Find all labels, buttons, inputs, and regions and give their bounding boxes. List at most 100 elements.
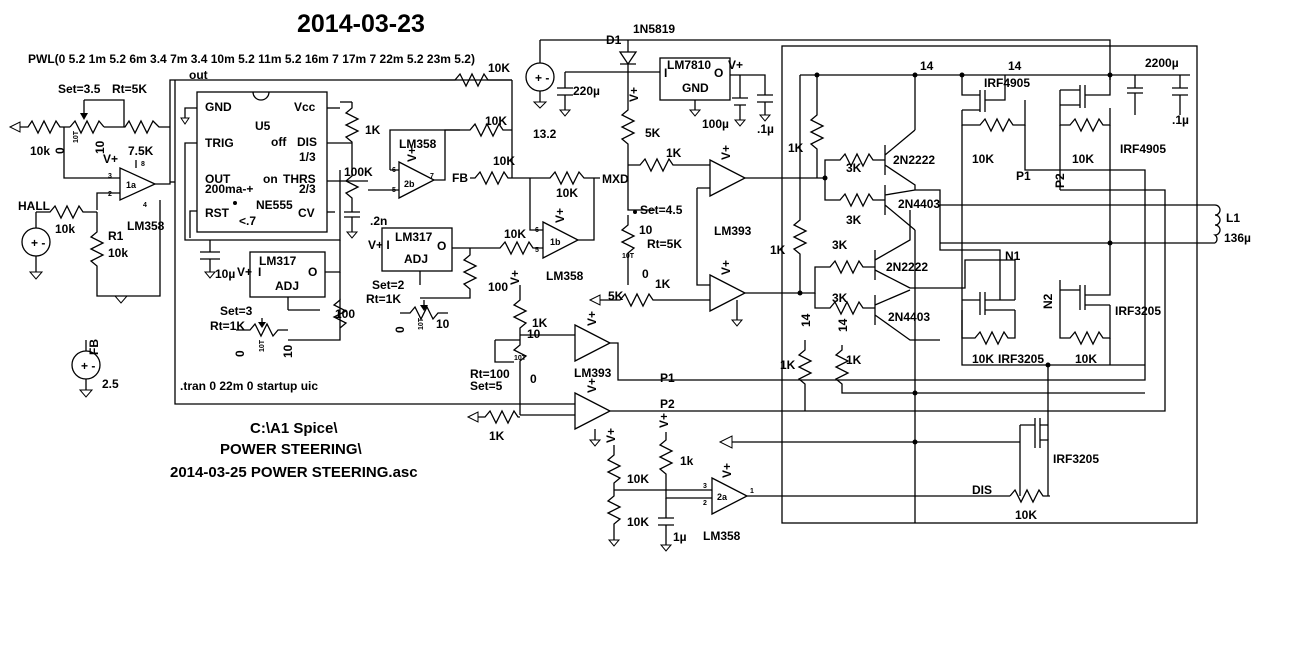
ground-symbol [733, 119, 747, 127]
label-u5: U5 [255, 119, 271, 133]
label-fb-voltage: 2.5 [102, 377, 119, 391]
comparator-lm393-2 [709, 273, 747, 313]
label-lm317-1: LM317 [259, 254, 297, 268]
label-lm317-adj: ADJ [275, 279, 299, 293]
label-r10k-fb: 10K [493, 154, 515, 168]
net-label-mxd: MXD [602, 172, 629, 186]
label-r10k-1b: 10K [504, 227, 526, 241]
ground-symbol [345, 231, 359, 239]
label-opamp-1a: 1a [126, 180, 137, 190]
ground-symbol [558, 109, 572, 117]
label-irf3205-c: IRF3205 [1053, 452, 1099, 466]
label-cap-10u: 10µ [215, 267, 235, 281]
label-r1k-b2: 1K [846, 353, 862, 367]
transistor-2n2222-1 [884, 129, 916, 190]
label-set5: Set=5 [470, 379, 503, 393]
net-label-dis: DIS [972, 483, 992, 497]
label-r1k-c2: 1K [655, 277, 671, 291]
label-vplus-d1: V+ [604, 428, 618, 443]
label-rt1k: Rt=1K [210, 319, 245, 333]
label-r10-c3: 10 [527, 327, 541, 341]
label-r1k-c1: 1K [666, 146, 682, 160]
label-r3k-b: 3K [846, 213, 862, 227]
ground-symbol [532, 101, 548, 109]
net-label-p1-lower: P1 [660, 371, 675, 385]
label-r100-b: 100 [488, 280, 508, 294]
label-lm317-2: LM317 [395, 230, 433, 244]
pin-3-2a: 3 [703, 483, 707, 490]
label-r1-value: 10k [108, 246, 128, 260]
opamp-2a [711, 476, 749, 516]
label-r1k-q1: 1K [788, 141, 804, 155]
label-r1k-555: 1K [365, 123, 381, 137]
label-r10k-dis: 10K [1015, 508, 1037, 522]
label-r3k-c: 3K [832, 238, 848, 252]
label-off: off [271, 135, 287, 149]
label-r1k-b1: 1K [780, 358, 796, 372]
lm317-regulator-1 [249, 251, 326, 298]
label-rt5k: Rt=5K [647, 237, 682, 251]
opamp-1b [542, 220, 580, 260]
label-one-third: 1/3 [299, 150, 316, 164]
label-irf4905-a: IRF4905 [984, 76, 1030, 90]
label-vplus-2b: V+ [405, 147, 419, 162]
label-c01u: .1µ [757, 122, 774, 136]
label-r1k-c3: 1K [532, 316, 548, 330]
label-pot-t5: 10T [514, 355, 527, 362]
net-label-14a: 14 [920, 59, 934, 73]
label-c2200u: 2200µ [1145, 56, 1179, 70]
label-irf4905-b: IRF4905 [1120, 142, 1166, 156]
label-r14-a: 14 [799, 313, 813, 327]
label-vplus-lm7810: V+ [728, 58, 743, 72]
label-q2: 2N4403 [898, 197, 940, 211]
svg-text:+ -: + - [535, 71, 549, 85]
pin-8: 8 [141, 161, 145, 168]
label-lm7810: LM7810 [667, 58, 711, 72]
pin-7: 7 [430, 173, 434, 180]
label-r0: 0 [642, 267, 649, 281]
net-label-fb-src: FB [87, 339, 101, 355]
label-pot-0b: 0 [393, 326, 407, 333]
potentiometer-1 [69, 119, 105, 135]
pin-5-1b: 5 [535, 247, 539, 254]
label-pot-t2: 10T [418, 317, 425, 330]
label-pot-10b: 10 [281, 344, 295, 358]
label-lm317-i: I [258, 265, 261, 279]
resistor-10k-in [20, 119, 70, 135]
label-ne555: NE555 [256, 198, 293, 212]
label-r1k-c4: 1K [489, 429, 505, 443]
pin-dis: DIS [297, 135, 317, 149]
comparator-lm393-4 [574, 391, 612, 431]
label-r1k-d3: 1k [680, 454, 694, 468]
label-r5k: 5K [645, 126, 661, 140]
label-13v2: 13.2 [533, 127, 557, 141]
label-r10k-d2: 10K [627, 515, 649, 529]
pin-2: 2 [108, 191, 112, 198]
ground-symbol [8, 121, 21, 133]
diode-d1 [618, 51, 638, 66]
pin-out: OUT [205, 172, 231, 186]
schematic-title: 2014-03-23 [297, 10, 425, 38]
label-vplus-c4: V+ [585, 311, 599, 326]
pin-2-2a: 2 [703, 500, 707, 507]
lm317-regulator-2 [381, 227, 453, 272]
label-r10k-n2: 10K [1075, 352, 1097, 366]
label-c100u: 100µ [702, 117, 729, 131]
label-d1: D1 [606, 33, 622, 47]
opamp-2b [398, 160, 436, 200]
ground-symbol [180, 117, 190, 125]
label-pot-rt1: Rt=5K [112, 82, 147, 96]
label-r10k-hall: 10k [55, 222, 75, 236]
label-r0b: 0 [530, 372, 537, 386]
ground-symbol [78, 389, 94, 398]
label-r10k-d1: 10K [627, 472, 649, 486]
label-set3: Set=3 [220, 304, 253, 318]
label-two-third: 2/3 [299, 182, 316, 196]
label-c01u-b: .1µ [1172, 113, 1189, 127]
label-q1: 2N2222 [893, 153, 935, 167]
label-pot-t3: 10T [259, 339, 266, 352]
pin-1-2a: 1 [750, 488, 754, 495]
label-r10k-p1: 10K [972, 152, 994, 166]
label-lm358-1b: LM358 [546, 269, 584, 283]
label-r10k-in: 10k [30, 144, 50, 158]
